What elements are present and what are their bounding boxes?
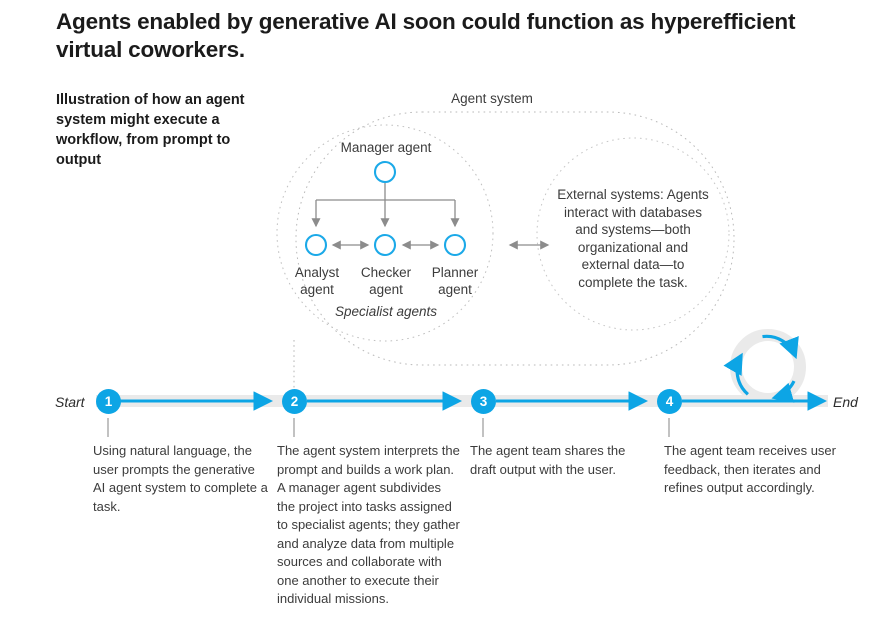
timeline-step-4[interactable]: 4 xyxy=(657,389,682,414)
manager-to-specialists-connectors xyxy=(311,183,460,228)
timeline-step-2[interactable]: 2 xyxy=(282,389,307,414)
timeline-start-label: Start xyxy=(55,394,85,410)
specialist-agents-boundary xyxy=(276,124,494,342)
analyst-agent-node xyxy=(304,233,328,257)
refresh-cycle-icon xyxy=(723,334,799,403)
planner-agent-node xyxy=(443,233,467,257)
timeline-step-1-description: Using natural language, the user prompts… xyxy=(93,443,268,514)
specialist-agents-label: Specialist agents xyxy=(334,304,438,319)
timeline-step-2-description: The agent system interprets the prompt a… xyxy=(277,443,460,606)
timeline-step-3-description: The agent team shares the draft output w… xyxy=(470,443,626,477)
page-title: Agents enabled by generative AI soon cou… xyxy=(56,9,796,62)
timeline-ticks xyxy=(107,418,670,437)
manager-agent-label: Manager agent xyxy=(340,140,432,155)
checker-agent-node xyxy=(373,233,397,257)
external-systems-boundary xyxy=(536,137,730,331)
external-systems-text: External systems: Agents interact with d… xyxy=(557,187,709,290)
manager-agent-node xyxy=(373,160,397,184)
timeline-end-label: End xyxy=(833,394,858,410)
timeline-step-3[interactable]: 3 xyxy=(471,389,496,414)
deck-description: Illustration of how an agent system migh… xyxy=(56,92,245,168)
timeline-step-1[interactable]: 1 xyxy=(96,389,121,414)
agent-system-label: Agent system xyxy=(451,91,533,106)
timeline-step-4-description: The agent team receives user feedback, t… xyxy=(664,443,836,495)
